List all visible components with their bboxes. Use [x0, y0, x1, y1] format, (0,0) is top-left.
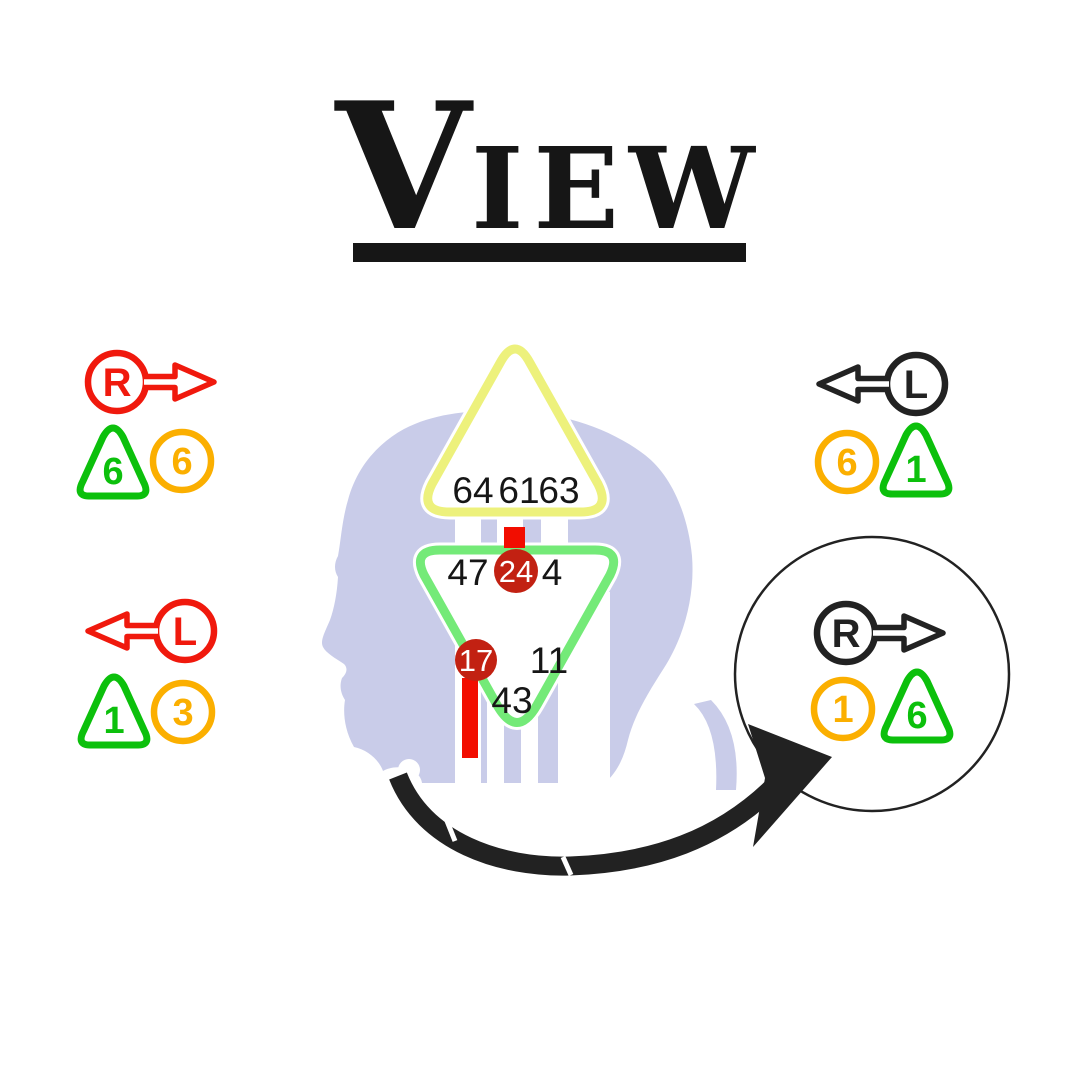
ajna-triangle	[416, 545, 619, 727]
title-initial: V	[335, 65, 472, 270]
gate-43: 43	[491, 680, 532, 721]
title-underline	[353, 243, 746, 262]
arrow-head	[748, 724, 832, 847]
triangle-badge: 1	[77, 673, 151, 749]
key-letter: L	[904, 363, 928, 407]
page-title: VIEW	[310, 80, 790, 255]
circle-badge-value: 6	[836, 442, 857, 484]
gate-24: 24	[499, 554, 533, 589]
circle-badge-value: 6	[171, 441, 192, 483]
gate-17-activated-disc	[455, 639, 497, 681]
neck-back-stripe	[694, 700, 737, 790]
key-letter: R	[832, 612, 861, 656]
activated-channel-segment-24	[504, 527, 525, 548]
head-center-triangle	[423, 344, 607, 517]
circle-badge: 6	[149, 428, 215, 494]
circle-badge: 6	[814, 429, 880, 495]
gate-64: 64	[452, 470, 493, 511]
title-rest: IEW	[471, 124, 765, 255]
circle-badge: 3	[150, 679, 216, 745]
triangle-badge-value: 1	[103, 700, 124, 742]
triangle-badge: 1	[879, 422, 953, 498]
key-letter: L	[173, 610, 197, 654]
activated-channel-bar-17	[462, 678, 478, 758]
head-center: 64 61 63	[420, 341, 610, 520]
result-circle: R 1 6	[733, 535, 1011, 813]
legend-bottom-left: L 1 3	[77, 598, 218, 749]
curved-arrow-icon	[389, 724, 832, 877]
gate-63: 63	[538, 470, 579, 511]
circle-badge-value: 1	[832, 689, 853, 731]
key-letter: R	[103, 361, 132, 405]
key-left-icon: L	[816, 351, 949, 417]
gate-61: 61	[498, 470, 539, 511]
arrow-sketch-gap-2	[560, 855, 574, 877]
legend-top-right: L 6 1	[814, 351, 953, 498]
arrow-shaft	[389, 772, 779, 876]
triangle-badge: 6	[880, 668, 954, 744]
ajna-center: 47 24 4 17 11 43	[413, 527, 622, 758]
key-left-icon: L	[85, 598, 218, 664]
triangle-badge-value: 1	[905, 449, 926, 491]
arrow-sketch-gap-1	[444, 820, 458, 842]
key-right-icon: R	[813, 600, 946, 666]
triangle-badge-value: 6	[102, 451, 123, 493]
triangle-badge-value: 6	[906, 695, 927, 737]
legend-top-left: R 6 6	[76, 349, 217, 500]
gate-17: 17	[459, 643, 493, 678]
circle-badge: 1	[810, 676, 876, 742]
triangle-badge: 6	[76, 424, 150, 500]
gate-11: 11	[530, 640, 568, 681]
circle-badge-value: 3	[172, 692, 193, 734]
gate-47: 47	[447, 552, 488, 593]
key-right-icon: R	[84, 349, 217, 415]
gate-4: 4	[542, 552, 563, 593]
gate-24-activated-disc	[494, 549, 538, 593]
